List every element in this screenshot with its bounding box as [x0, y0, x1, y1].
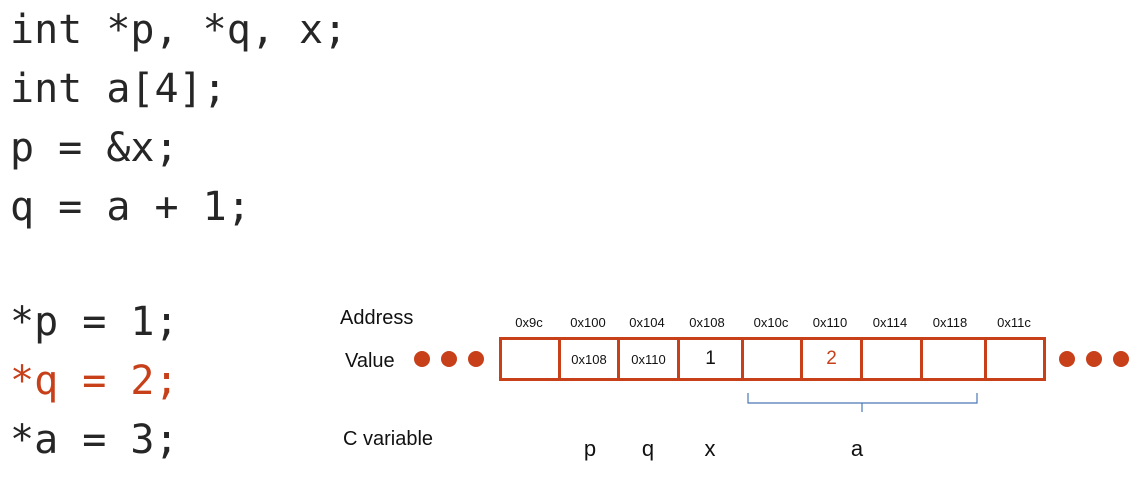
address-0x9c: 0x9c: [515, 315, 543, 330]
address-0x100: 0x100: [570, 315, 606, 330]
address-0x110: 0x110: [812, 315, 848, 330]
address-0x10c: 0x10c: [753, 315, 789, 330]
code-line-declare-array: int a[4];: [10, 66, 227, 112]
code-line-deref-a: *a = 3;: [10, 417, 179, 463]
array-brace-path: [747, 393, 978, 412]
ellipsis-dot-right-3: [1113, 351, 1129, 367]
address-0x11c: 0x11c: [997, 315, 1031, 330]
variable-q: q: [641, 436, 655, 461]
memory-cell-0x114: [860, 337, 923, 381]
code-line-deref-q-highlighted: *q = 2;: [10, 358, 179, 404]
value-row-label: Value: [345, 350, 395, 372]
code-line-deref-p: *p = 1;: [10, 299, 179, 345]
code-line-assign-q: q = a + 1;: [10, 184, 251, 230]
variable-row-label: C variable: [343, 428, 434, 450]
memory-cell-0x104: 0x110: [617, 337, 680, 381]
code-line-assign-p: p = &x;: [10, 125, 179, 171]
memory-cell-0x100: 0x108: [558, 337, 620, 381]
address-0x108: 0x108: [689, 315, 725, 330]
memory-cell-0x108: 1: [677, 337, 744, 381]
ellipsis-dot-right-2: [1086, 351, 1102, 367]
variable-x: x: [704, 436, 716, 461]
ellipsis-dot-left-3: [468, 351, 484, 367]
ellipsis-dot-right-1: [1059, 351, 1075, 367]
variable-p: p: [583, 436, 597, 461]
memory-cell-0x11c: [984, 337, 1046, 381]
variable-a: a: [850, 436, 864, 461]
address-0x118: 0x118: [932, 315, 968, 330]
code-line-declare-pointers: int *p, *q, x;: [10, 7, 348, 53]
ellipsis-dot-left-1: [414, 351, 430, 367]
memory-cell-0x110: 2: [800, 337, 863, 381]
address-0x104: 0x104: [629, 315, 665, 330]
address-0x114: 0x114: [872, 315, 908, 330]
address-row-label: Address: [340, 307, 414, 329]
ellipsis-dot-left-2: [441, 351, 457, 367]
